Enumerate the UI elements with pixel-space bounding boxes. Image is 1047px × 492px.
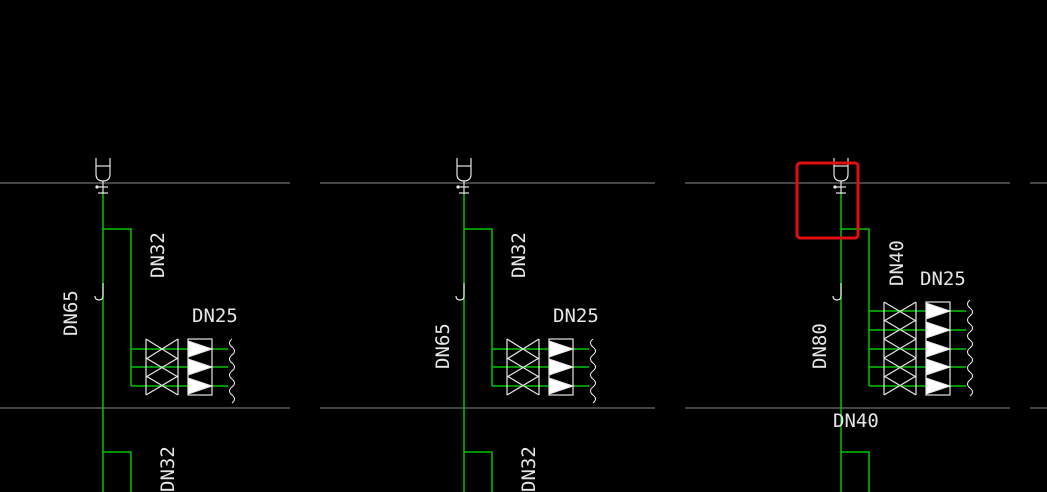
- lower-branch-pipe[interactable]: [841, 451, 870, 492]
- branch-pipe[interactable]: [464, 228, 493, 386]
- lower-riser-size-label: DN40: [833, 410, 879, 432]
- manifold-size-label: DN25: [920, 268, 966, 290]
- branch-size-label: DN32: [508, 232, 530, 278]
- riser-size-label: DN80: [809, 323, 831, 369]
- lower-branch-size-label: DN32: [157, 446, 179, 492]
- riser-group-3[interactable]: DN80 DN40 DN25 DN40: [795, 158, 974, 492]
- air-vent-icon: [833, 158, 849, 194]
- branch-size-label: DN40: [886, 240, 908, 286]
- flexible-connection-icon: [589, 338, 597, 404]
- air-vent-icon: [456, 158, 472, 194]
- manifold-size-label: DN25: [553, 305, 599, 327]
- flexible-connection-icon: [966, 299, 974, 397]
- gate-valve-icon: [506, 338, 540, 396]
- air-vent-icon: [95, 158, 111, 194]
- riser-size-label: DN65: [432, 323, 454, 369]
- branch-size-label: DN32: [147, 232, 169, 278]
- riser-group-1[interactable]: DN65 DN32 DN25 DN32: [60, 158, 238, 492]
- flexible-connection-icon: [228, 338, 236, 404]
- selection-highlight: [795, 161, 860, 240]
- riser-group-2[interactable]: DN65 DN32 DN25 DN32: [432, 158, 599, 492]
- lower-branch-size-label: DN32: [518, 446, 540, 492]
- expansion-joint-icon: [455, 283, 465, 301]
- floor-lines: [0, 182, 1047, 409]
- check-valve-icon: [548, 338, 575, 396]
- check-valve-icon: [187, 338, 214, 396]
- expansion-joint-icon: [94, 283, 104, 301]
- gate-valve-icon: [145, 338, 179, 396]
- branch-pipe[interactable]: [103, 228, 132, 386]
- expansion-joint-icon: [832, 283, 842, 301]
- manifold-size-label: DN25: [192, 305, 238, 327]
- check-valve-icon: [925, 301, 952, 396]
- riser-size-label: DN65: [60, 290, 82, 336]
- branch-pipe[interactable]: [841, 228, 870, 386]
- lower-branch-pipe[interactable]: [464, 451, 493, 492]
- gate-valve-icon: [883, 301, 917, 396]
- lower-branch-pipe[interactable]: [103, 451, 132, 492]
